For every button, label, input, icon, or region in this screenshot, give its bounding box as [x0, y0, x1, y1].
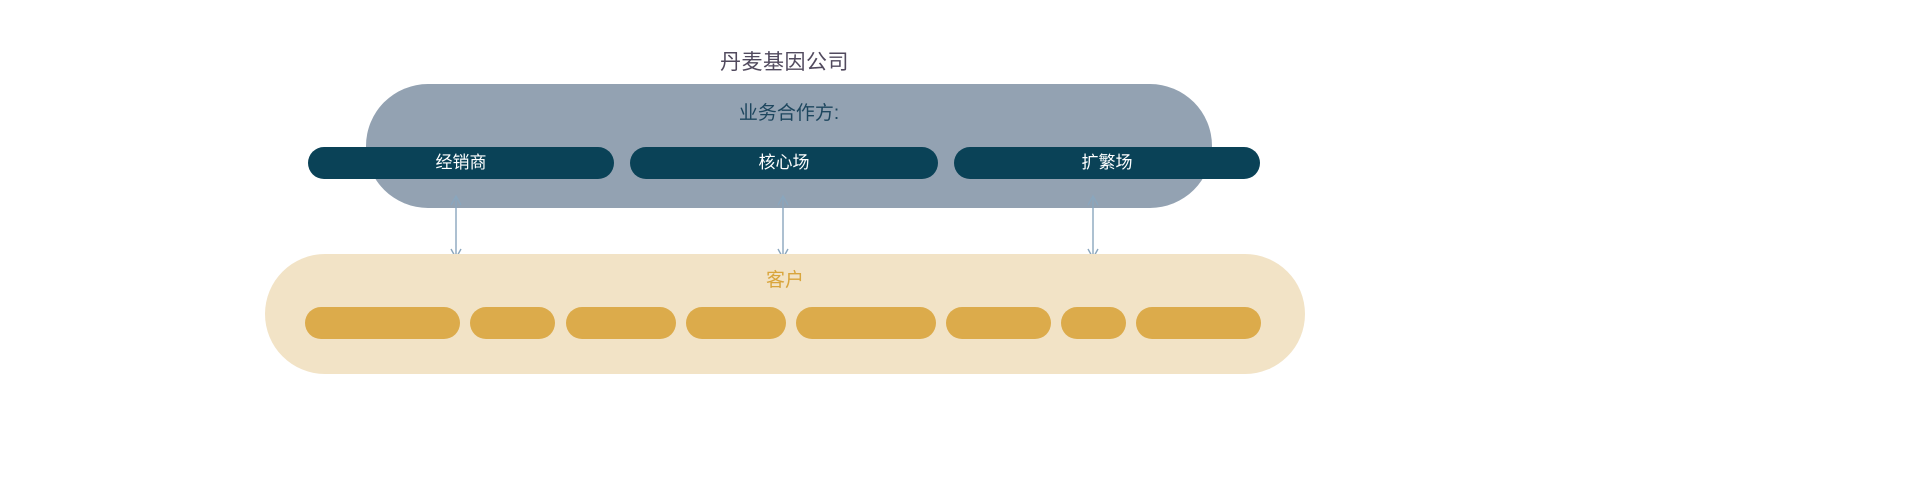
customer-pill[interactable] — [566, 307, 676, 339]
partner-group-panel: 业务合作方: — [366, 84, 1212, 208]
customer-pill[interactable] — [1061, 307, 1126, 339]
partner-pill-row: 经销商 核心场 扩繁场 — [0, 147, 1569, 179]
page-title: 丹麦基因公司 — [720, 51, 849, 74]
customer-pill[interactable] — [796, 307, 936, 339]
partner-pill-label: 扩繁场 — [1081, 153, 1133, 172]
customer-pill[interactable] — [305, 307, 460, 339]
partner-pill[interactable]: 经销商 — [308, 147, 614, 179]
partner-pill[interactable]: 扩繁场 — [954, 147, 1260, 179]
partner-pill-label: 经销商 — [435, 153, 487, 172]
customer-pill[interactable] — [470, 307, 555, 339]
partner-pill-label: 核心场 — [758, 153, 810, 172]
customer-group-heading: 客户 — [765, 270, 804, 291]
customer-pill-row — [265, 307, 1305, 339]
partner-pill[interactable]: 核心场 — [630, 147, 938, 179]
customer-pill[interactable] — [1136, 307, 1261, 339]
customer-pill[interactable] — [686, 307, 786, 339]
customer-pill[interactable] — [946, 307, 1051, 339]
partner-group-heading: 业务合作方: — [738, 103, 840, 124]
customer-group-panel: 客户 — [265, 254, 1305, 374]
